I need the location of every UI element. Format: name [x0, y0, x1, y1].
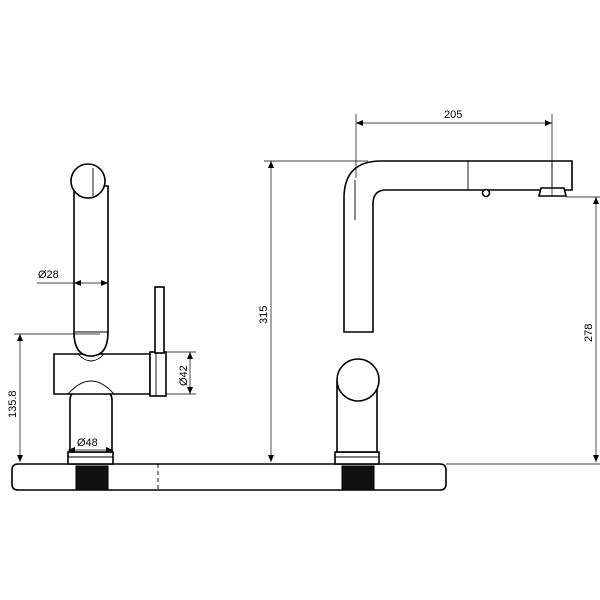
side-mixer-body: [53, 353, 151, 395]
dim-outlet-height: 278: [583, 324, 595, 342]
side-view-mounting-hole: [75, 465, 109, 491]
front-spout-tube: [343, 160, 573, 333]
side-lever: [154, 286, 165, 354]
side-lever-cap: [149, 351, 167, 397]
countertop: [11, 463, 447, 491]
side-view: [53, 163, 167, 465]
front-base-ring: [334, 451, 380, 465]
front-outlet: [537, 187, 568, 197]
front-view-mounting-hole: [341, 465, 375, 491]
front-dimensions: 205 315 278: [258, 109, 600, 465]
dim-body-height: 135.8: [7, 390, 19, 418]
front-release-button: [481, 188, 491, 198]
countertop-slab: [11, 463, 447, 491]
side-spout-head: [70, 163, 106, 199]
dim-total-height: 315: [258, 306, 270, 324]
dim-spout-diameter: Ø28: [38, 269, 59, 281]
front-lever-disc: [336, 358, 380, 402]
dim-reach: 205: [444, 109, 462, 121]
front-view: [334, 160, 573, 465]
dim-base-diameter: Ø48: [77, 437, 98, 449]
side-spout-tube: [73, 185, 109, 357]
dim-body-diameter: Ø42: [178, 365, 190, 386]
side-dimensions: Ø28 Ø42 Ø48 135.8: [7, 269, 196, 462]
side-base-ring: [67, 451, 114, 465]
